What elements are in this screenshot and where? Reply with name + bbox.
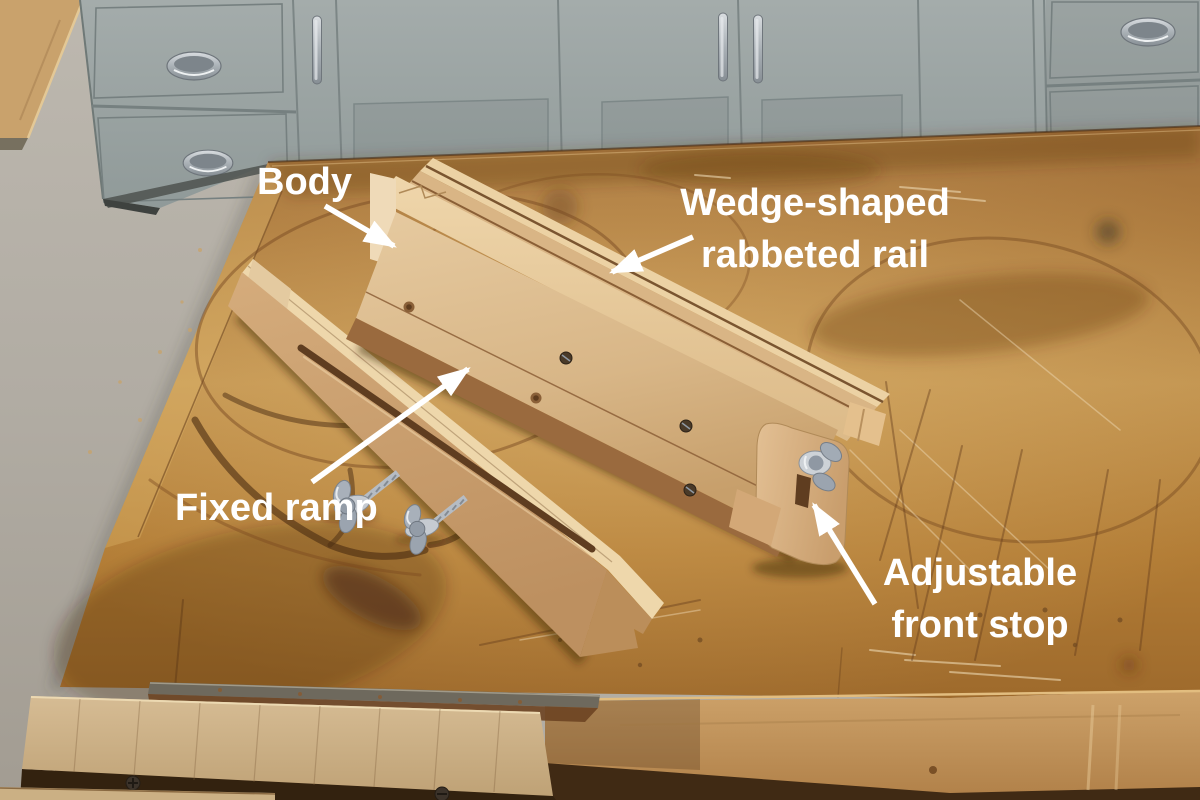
label-rabbeted-rail-line2: rabbeted rail bbox=[700, 234, 930, 276]
label-front-stop-line1: Adjustable bbox=[882, 552, 1078, 594]
arrow-rabbeted-rail bbox=[608, 234, 695, 275]
stop-slot bbox=[795, 474, 811, 508]
jig-screw bbox=[559, 351, 697, 497]
plywood-sheet bbox=[0, 0, 85, 150]
vise-screw bbox=[125, 775, 141, 791]
rail-slot bbox=[297, 344, 596, 553]
arrow-fixed-ramp bbox=[310, 366, 471, 485]
vise-jaw-board bbox=[22, 696, 553, 796]
stop-wing-nut bbox=[798, 442, 843, 492]
bench-vise bbox=[0, 682, 601, 800]
drawer-cup-pull bbox=[182, 149, 234, 177]
body-notch bbox=[398, 185, 447, 199]
front-stop-block bbox=[755, 422, 850, 566]
label-front-stop: Adjustable front stop bbox=[830, 547, 1130, 651]
bench-apron bbox=[544, 689, 1200, 793]
drawer-cup-pull bbox=[1120, 17, 1176, 47]
label-fixed-ramp-text: Fixed ramp bbox=[175, 487, 378, 529]
door-bar-handle bbox=[312, 15, 322, 85]
bench-stains bbox=[53, 150, 1150, 718]
label-fixed-ramp: Fixed ramp bbox=[175, 482, 378, 534]
arrow-front-stop bbox=[811, 502, 878, 606]
loose-slotted-rail bbox=[228, 259, 664, 665]
label-rabbeted-rail-line1: Wedge-shaped bbox=[680, 182, 950, 224]
rabbeted-rail bbox=[406, 158, 890, 423]
arrow-body bbox=[323, 203, 397, 249]
label-body: Body bbox=[257, 156, 352, 208]
drawer-cup-pull bbox=[166, 51, 222, 81]
door-bar-handle bbox=[718, 12, 728, 82]
label-rabbeted-rail: Wedge-shaped rabbeted rail bbox=[625, 177, 1005, 281]
bench-scratches bbox=[174, 174, 1161, 698]
label-front-stop-line2: front stop bbox=[891, 604, 1069, 646]
vise-screw bbox=[434, 786, 450, 800]
vise-metal-plate bbox=[148, 682, 600, 708]
label-body-text: Body bbox=[257, 161, 352, 203]
main-jig bbox=[346, 158, 890, 578]
rail-end-stub bbox=[843, 402, 886, 446]
ramp-end-stub bbox=[729, 489, 781, 546]
screw-hole bbox=[403, 301, 542, 404]
apron-dowel bbox=[929, 766, 937, 774]
door-bar-handle bbox=[753, 14, 763, 84]
